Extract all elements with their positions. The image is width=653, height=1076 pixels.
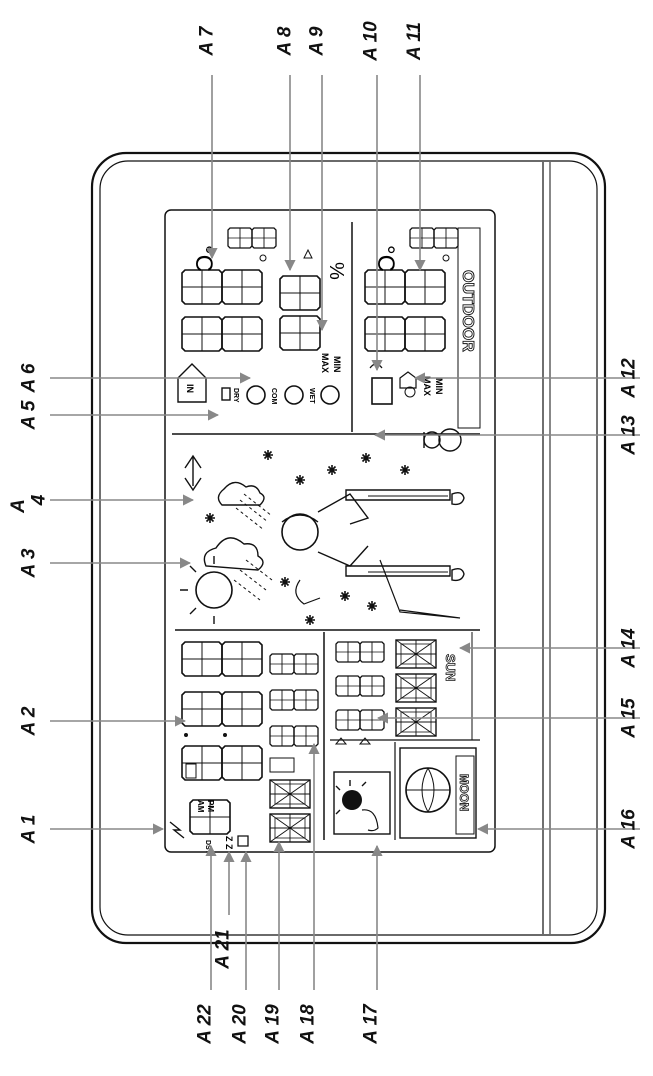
- callout-a18: A 18: [297, 1004, 319, 1044]
- face-wet-icon: [320, 385, 340, 405]
- outdoor-status: MAX MIN: [369, 363, 444, 405]
- callout-a9: A 9: [306, 26, 328, 56]
- snowman-icon: [423, 428, 462, 452]
- sunrise-graphic: [333, 771, 391, 835]
- sun-icon: [195, 571, 233, 609]
- indoor-min-label: MIN: [332, 356, 342, 373]
- callout-a19: A 19: [262, 1004, 284, 1044]
- radio-signal-icon: [169, 821, 185, 839]
- callout-lines: [50, 75, 640, 990]
- callout-a12: A 12: [618, 358, 640, 398]
- sun-time-display: SUN: [334, 639, 458, 745]
- dry-label: DRY: [232, 388, 239, 403]
- indoor-max-label: MAX: [320, 353, 330, 373]
- callout-a5: A 5: [18, 400, 40, 430]
- weather-forecast-area: [180, 428, 465, 626]
- callout-a13: A 13: [618, 415, 640, 455]
- callout-a17: A 17: [360, 1004, 382, 1044]
- sun-label: SUN: [443, 654, 458, 681]
- callout-a22: A 22: [194, 1004, 216, 1044]
- callout-a10: A 10: [360, 21, 382, 61]
- com-label: COM: [270, 388, 277, 405]
- device-frame: [90, 151, 607, 945]
- callout-a6: A 6: [18, 363, 40, 393]
- callout-a16: A 16: [618, 809, 640, 849]
- battery-icon: [221, 387, 231, 401]
- date-alarm-display: [269, 653, 319, 843]
- status-icons: DST Z Z: [169, 821, 249, 855]
- indoor-label: IN: [185, 384, 195, 393]
- callout-a8: A 8: [274, 26, 296, 56]
- moon-label: MOON: [457, 774, 471, 811]
- face-dry-icon: [246, 385, 266, 405]
- callout-a1: A 1: [18, 814, 40, 844]
- pm-label: PM: [206, 800, 215, 812]
- callout-a7: A 7: [196, 26, 218, 56]
- callout-a15: A 15: [618, 698, 640, 738]
- dst-label: DST: [204, 840, 211, 855]
- alarm-bell-icon: [237, 835, 249, 847]
- callout-a: A: [7, 499, 29, 513]
- indoor-humidity-display: % MAX MIN: [279, 248, 347, 373]
- callout-a4: 4: [28, 494, 50, 506]
- outdoor-label: OUTDOOR: [459, 270, 476, 352]
- snooze-label: Z Z: [224, 836, 234, 850]
- callout-a11: A 11: [404, 21, 426, 61]
- outdoor-min-label: MIN: [434, 378, 444, 395]
- time-display: AM PM: [181, 641, 263, 835]
- trend-arrow-icon: [184, 454, 202, 492]
- callout-a3: A 3: [18, 548, 40, 578]
- callout-a2: A 2: [18, 706, 40, 736]
- comfort-indicators: IN DRY COM WET: [177, 363, 340, 405]
- outdoor-unit-label: °C: [372, 245, 399, 272]
- outdoor-temperature-display: °C: [364, 227, 459, 352]
- cloud-icon: [217, 481, 265, 506]
- am-label: AM: [196, 800, 205, 813]
- humidity-percent: %: [325, 262, 347, 280]
- callout-a20: A 20: [229, 1004, 251, 1044]
- channel-icon: [371, 377, 393, 405]
- wet-label: WET: [308, 388, 315, 404]
- callout-a14: A 14: [618, 628, 640, 668]
- face-comfort-icon: [284, 385, 304, 405]
- lcd-screen: [164, 209, 496, 853]
- boy-figure-icon: [281, 489, 465, 619]
- moon-display: MOON: [399, 747, 477, 839]
- outdoor-max-label: MAX: [422, 376, 432, 396]
- indoor-unit-label: °C: [190, 245, 217, 272]
- outdoor-label-box: OUTDOOR: [457, 227, 481, 429]
- indoor-temperature-display: °C: [181, 227, 277, 352]
- callout-a21: A 21: [212, 929, 234, 969]
- sunrise-sun-icon: [342, 790, 362, 810]
